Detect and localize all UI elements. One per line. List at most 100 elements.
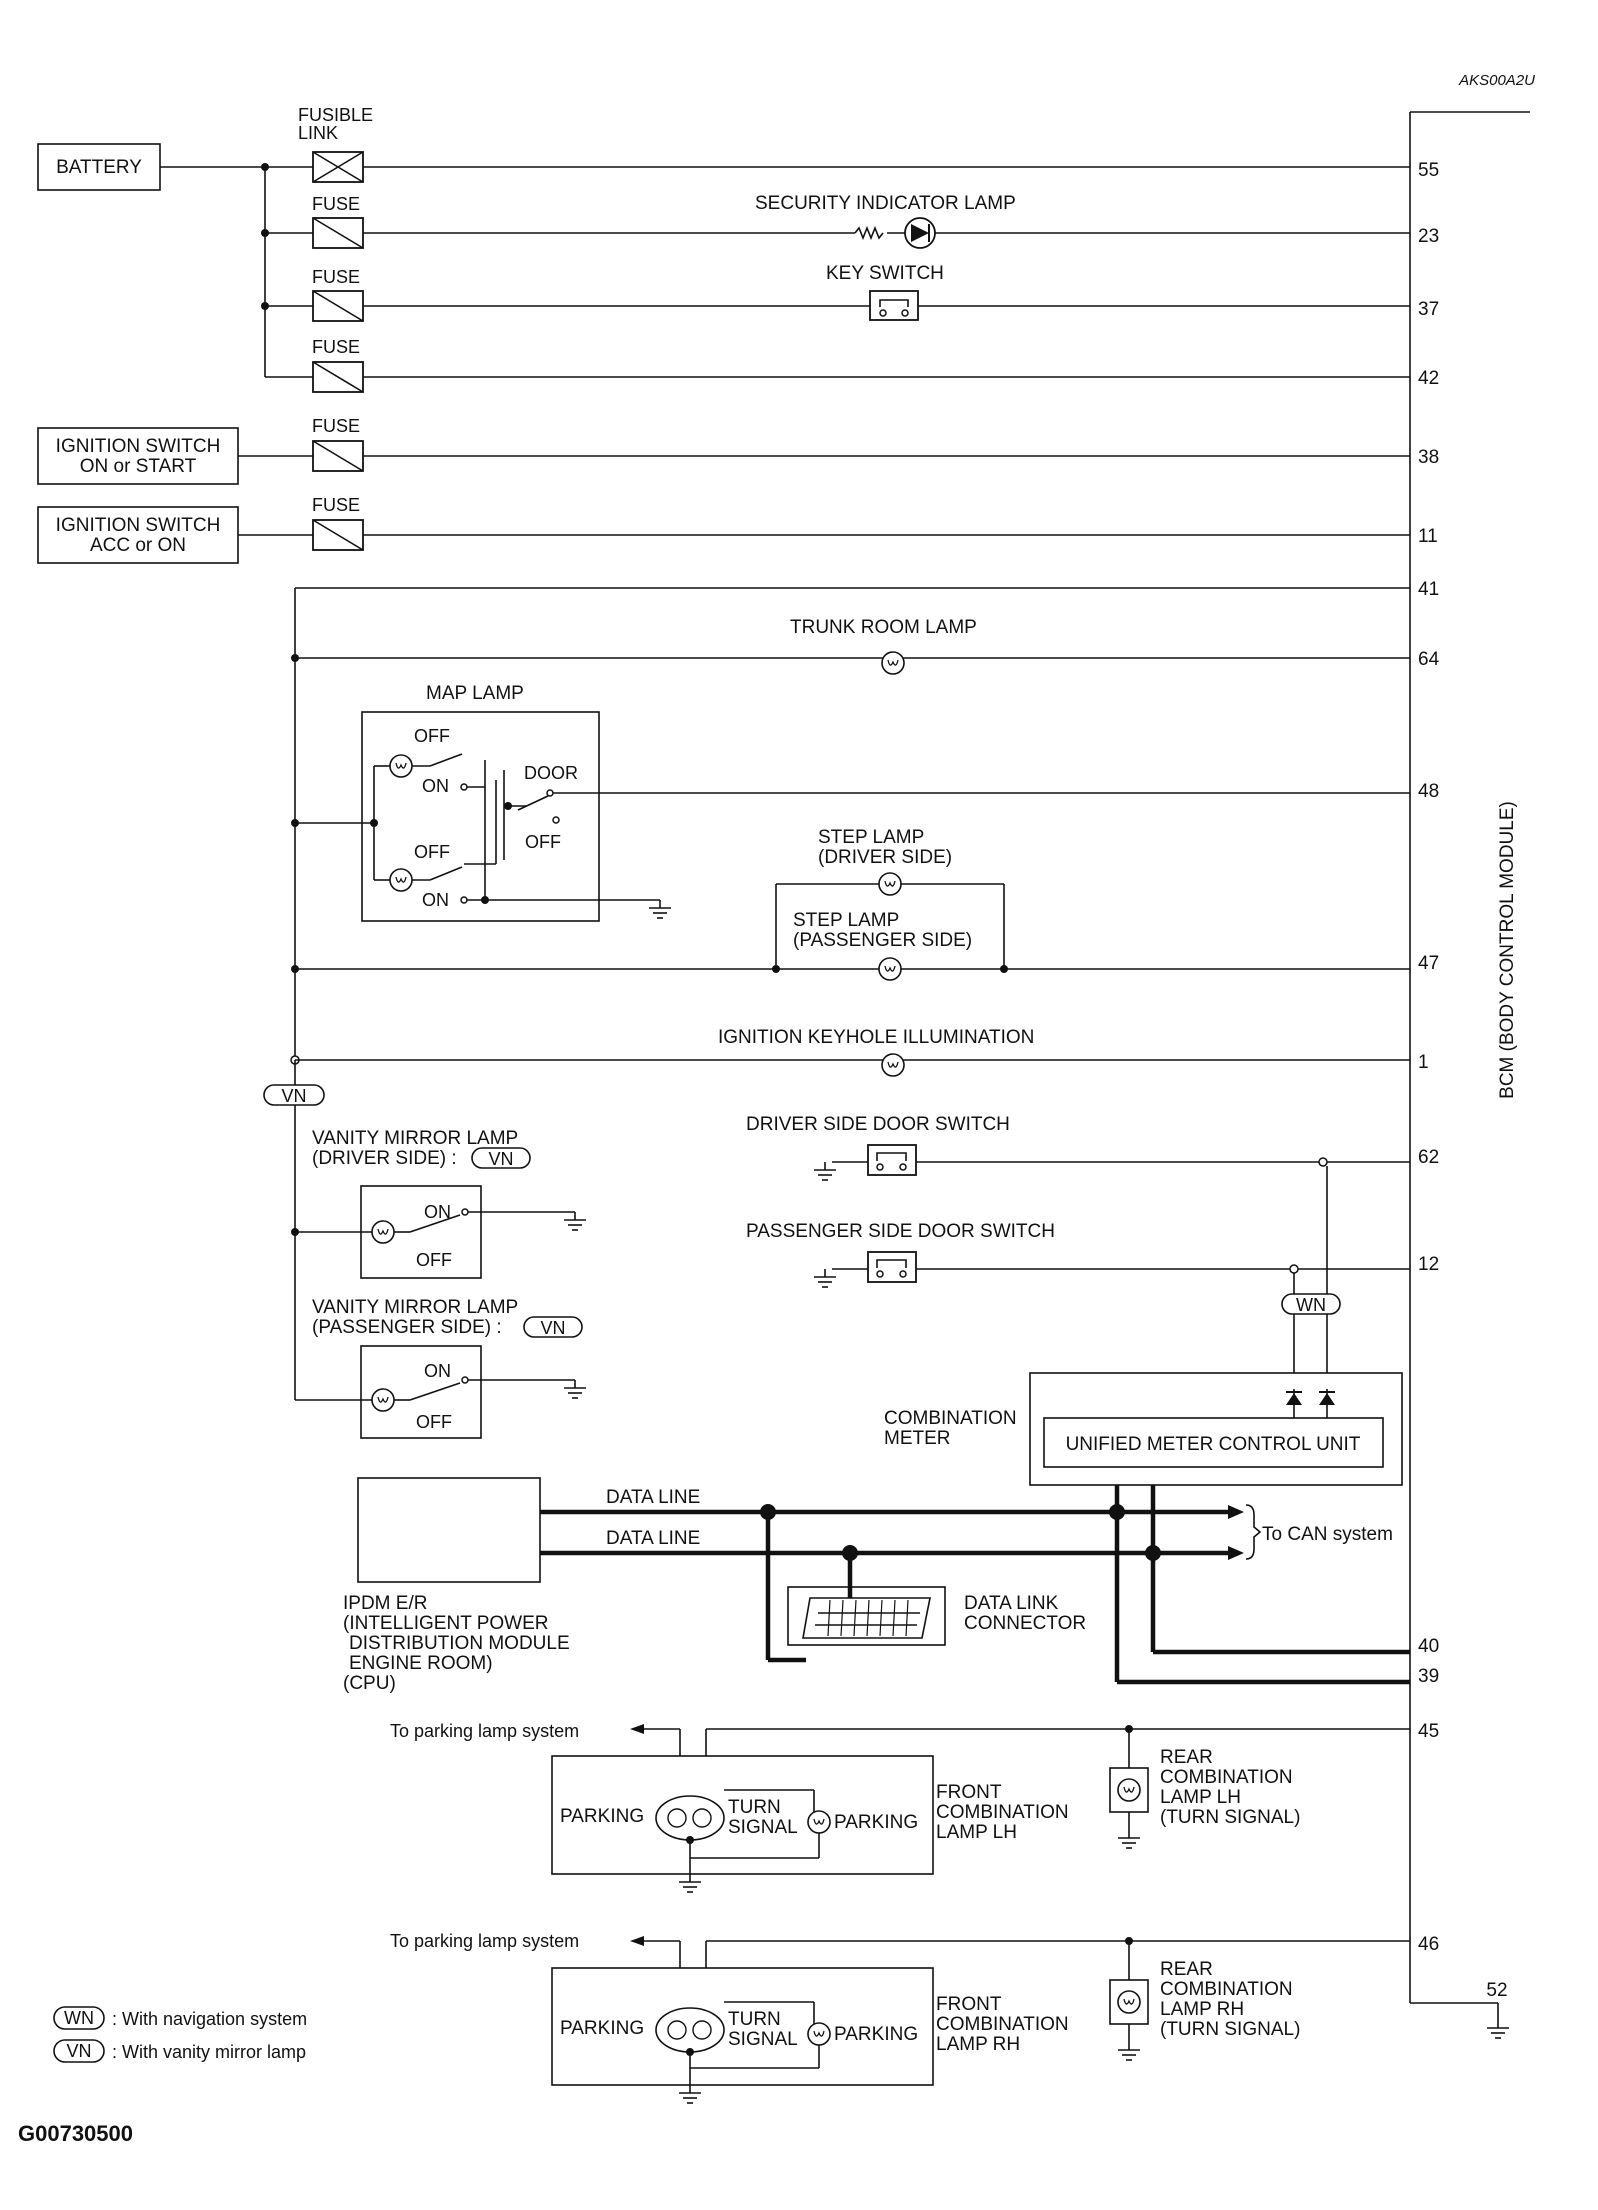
rear-lh-4: (TURN SIGNAL)	[1160, 1807, 1300, 1828]
step-lamp-passenger-2: (PASSENGER SIDE)	[793, 930, 972, 951]
rear-rh-1: REAR	[1160, 1959, 1213, 1980]
vanity-passenger-off: OFF	[416, 1412, 452, 1432]
pin-23: 23	[1418, 226, 1439, 247]
legend-vn-text: : With vanity mirror lamp	[112, 2042, 306, 2062]
vanity-passenger-1: VANITY MIRROR LAMP	[312, 1297, 518, 1318]
security-indicator-lamp: SECURITY INDICATOR LAMP	[755, 193, 1016, 249]
fuse-row-42: FUSE	[265, 337, 1410, 393]
combination-meter-2: METER	[884, 1428, 951, 1449]
vanity-driver-2: (DRIVER SIDE) :	[312, 1148, 457, 1169]
ign-on-start-line-1: IGNITION SWITCH	[56, 436, 221, 457]
pin-41: 41	[1418, 579, 1439, 600]
vn-tag-driver: VN	[488, 1149, 513, 1169]
figure-code: G00730500	[18, 2121, 133, 2146]
pin-62: 62	[1418, 1147, 1439, 1168]
to-parking-rh: To parking lamp system	[390, 1931, 579, 1951]
map-lamp-on-lower: ON	[422, 890, 449, 910]
to-parking-lh: To parking lamp system	[390, 1721, 579, 1741]
ign-acc-on-line-1: IGNITION SWITCH	[56, 515, 221, 536]
ignition-on-start-box: IGNITION SWITCH ON or START	[37, 427, 239, 485]
driver-side-door-switch: DRIVER SIDE DOOR SWITCH	[746, 1114, 1410, 1181]
legend-wn-text: : With navigation system	[112, 2009, 307, 2029]
pin-52: 52	[1486, 1980, 1507, 2001]
fuse-row-38: FUSE	[238, 416, 1410, 472]
front-lh-parking-left: PARKING	[560, 1806, 644, 1827]
fuse-row-23: FUSE	[265, 194, 1410, 249]
front-lh-parking-right: PARKING	[834, 1812, 918, 1833]
map-lamp-off-door: OFF	[525, 832, 561, 852]
step-lamp-driver-2: (DRIVER SIDE)	[818, 847, 952, 868]
front-rh-2: COMBINATION	[936, 2014, 1069, 2035]
pin-42: 42	[1418, 368, 1439, 389]
data-link-connector: DATA LINK CONNECTOR	[787, 1580, 1086, 1646]
data-link-connector-2: CONNECTOR	[964, 1613, 1086, 1634]
fuse-label: FUSE	[312, 267, 360, 287]
fuse-row-11: FUSE	[238, 495, 1410, 551]
driver-door-switch-label: DRIVER SIDE DOOR SWITCH	[746, 1114, 1010, 1135]
step-lamp-passenger-1: STEP LAMP	[793, 910, 899, 931]
front-lh-3: LAMP LH	[936, 1822, 1017, 1843]
front-rh-signal: SIGNAL	[728, 2029, 798, 2050]
pin-11: 11	[1418, 526, 1438, 547]
ignition-keyhole-illumination: IGNITION KEYHOLE ILLUMINATION	[295, 1027, 1410, 1077]
pin-55: 55	[1418, 160, 1439, 181]
front-lh-turn: TURN	[728, 1797, 781, 1818]
pin-46: 46	[1418, 1934, 1439, 1955]
map-lamp-on-upper: ON	[422, 776, 449, 796]
to-can-system: To CAN system	[1262, 1524, 1393, 1545]
front-lh-signal: SIGNAL	[728, 1817, 798, 1838]
ipdm-line-2: (INTELLIGENT POWER	[343, 1613, 549, 1634]
fuse-label: FUSE	[312, 416, 360, 436]
rear-rh-2: COMBINATION	[1160, 1979, 1293, 2000]
fusible-link: FUSIBLE LINK	[265, 105, 1410, 183]
combination-meter-1: COMBINATION	[884, 1408, 1017, 1429]
pin-64: 64	[1418, 649, 1440, 670]
legend-vn-code: VN	[66, 2041, 91, 2061]
pin-47: 47	[1418, 953, 1439, 974]
passenger-door-switch-label: PASSENGER SIDE DOOR SWITCH	[746, 1221, 1055, 1242]
passenger-side-door-switch: PASSENGER SIDE DOOR SWITCH	[746, 1221, 1410, 1288]
ipdm-line-4: ENGINE ROOM)	[349, 1653, 493, 1674]
ignition-keyhole-label: IGNITION KEYHOLE ILLUMINATION	[718, 1027, 1034, 1048]
fuse-row-37: FUSE	[265, 267, 1410, 322]
security-indicator-label: SECURITY INDICATOR LAMP	[755, 193, 1016, 214]
rear-lh-2: COMBINATION	[1160, 1767, 1293, 1788]
data-line-label-1: DATA LINE	[606, 1487, 700, 1508]
step-lamp-driver-1: STEP LAMP	[818, 827, 924, 848]
vanity-driver-1: VANITY MIRROR LAMP	[312, 1128, 518, 1149]
ipdm-line-5: (CPU)	[343, 1673, 396, 1694]
front-lh-2: COMBINATION	[936, 1802, 1069, 1823]
document-code: AKS00A2U	[1458, 72, 1535, 89]
map-lamp-off-upper: OFF	[414, 726, 450, 746]
legend-wn-code: WN	[64, 2008, 94, 2028]
ipdm-line-3: DISTRIBUTION MODULE	[349, 1633, 570, 1654]
map-lamp: MAP LAMP OFF ON OFF ON DO	[295, 683, 1410, 922]
map-lamp-label: MAP LAMP	[426, 683, 524, 704]
front-rh-1: FRONT	[936, 1994, 1002, 2015]
ipdm-er: IPDM E/R (INTELLIGENT POWER DISTRIBUTION…	[343, 1477, 570, 1694]
step-lamps: STEP LAMP (DRIVER SIDE) STEP LAMP (PASSE…	[295, 827, 1410, 981]
unified-meter-label: UNIFIED METER CONTROL UNIT	[1066, 1434, 1361, 1455]
trunk-room-lamp: TRUNK ROOM LAMP	[295, 617, 1410, 675]
ign-acc-on-line-2: ACC or ON	[90, 535, 186, 556]
bcm-bus	[1409, 111, 1530, 2039]
fuse-label: FUSE	[312, 495, 360, 515]
front-rh-turn: TURN	[728, 2009, 781, 2030]
rear-lh-3: LAMP LH	[1160, 1787, 1241, 1808]
data-lines: DATA LINE DATA LINE To CAN system	[540, 1485, 1410, 1685]
vanity-passenger-2: (PASSENGER SIDE) :	[312, 1317, 502, 1338]
vanity-driver-off: OFF	[416, 1250, 452, 1270]
key-switch: KEY SWITCH	[826, 263, 944, 321]
trunk-room-lamp-label: TRUNK ROOM LAMP	[790, 617, 977, 638]
turn-signal-lh-circuit: To parking lamp system PARKING TURN SIGN…	[390, 1721, 1410, 1893]
rear-rh-3: LAMP RH	[1160, 1999, 1244, 2020]
data-link-connector-1: DATA LINK	[964, 1593, 1059, 1614]
pin-1: 1	[1418, 1052, 1429, 1073]
map-lamp-door: DOOR	[524, 763, 578, 783]
pin-38: 38	[1418, 447, 1439, 468]
ign-on-start-line-2: ON or START	[80, 456, 197, 477]
pin-39: 39	[1418, 1666, 1439, 1687]
wn-marker: WN	[1296, 1295, 1326, 1315]
pin-12: 12	[1418, 1254, 1439, 1275]
